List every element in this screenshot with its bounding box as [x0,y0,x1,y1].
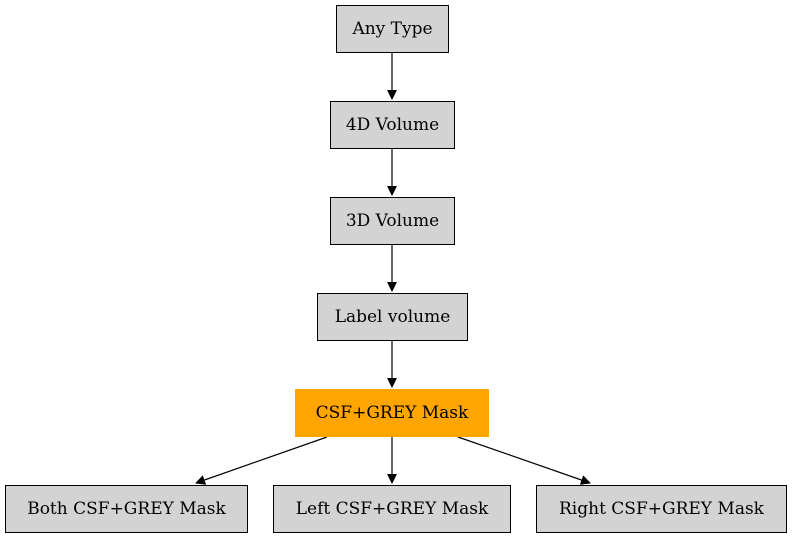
node-any-type: Any Type [336,5,449,53]
node-csf-grey-mask: CSF+GREY Mask [295,389,489,437]
node-both-csf-grey-mask: Both CSF+GREY Mask [5,485,248,533]
node-label-volume: Label volume [317,293,468,341]
node-3d-volume: 3D Volume [330,197,455,245]
node-left-csf-grey-mask: Left CSF+GREY Mask [273,485,511,533]
edge-csf-grey-mask-to-right [457,436,591,485]
node-right-csf-grey-mask: Right CSF+GREY Mask [536,485,787,533]
node-4d-volume: 4D Volume [330,101,455,149]
edge-csf-grey-mask-to-both [195,436,328,485]
